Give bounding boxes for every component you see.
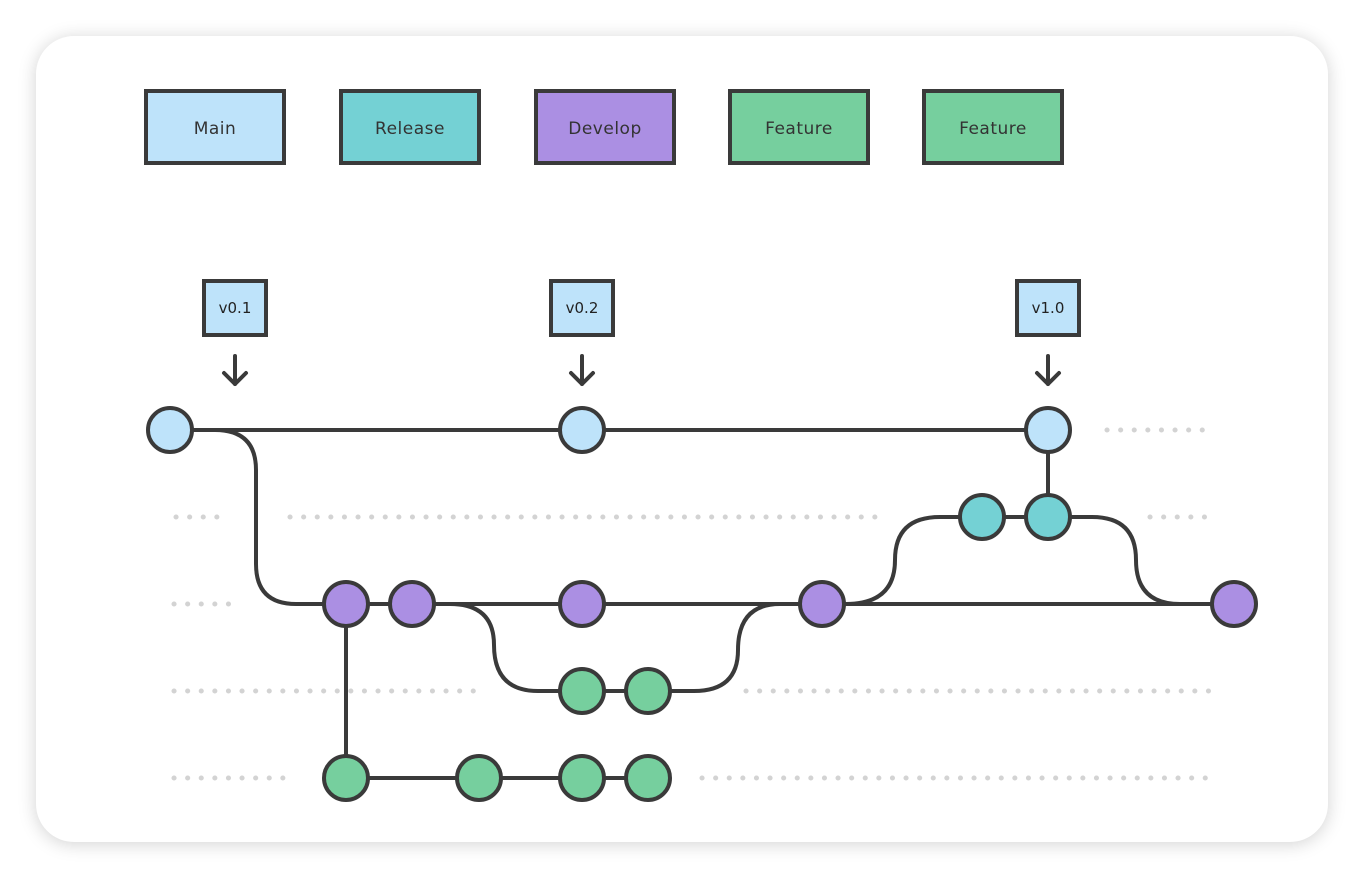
commit-develop-1 [322, 580, 370, 628]
tag-box-v0-2 [549, 279, 615, 337]
commit-develop-3 [558, 580, 606, 628]
main-to-develop-curve [213, 428, 348, 606]
develop-to-feature1-curve [448, 602, 584, 693]
legend-item-feature-2: Feature [922, 89, 1064, 165]
commit-release-2 [1024, 493, 1072, 541]
tag-v0-1: v0.1 [202, 279, 268, 386]
feature1-merge-curve [646, 602, 782, 693]
commit-develop-5 [1210, 580, 1258, 628]
commit-develop-2 [388, 580, 436, 628]
legend-label-feature-2: Feature [959, 119, 1027, 139]
branch-lines [168, 428, 1236, 780]
arrow-down-icon [569, 354, 595, 386]
commits [146, 406, 1258, 802]
develop-to-release-curve [844, 515, 984, 606]
legend-item-main: Main [144, 89, 286, 165]
legend-item-release: Release [339, 89, 481, 165]
legend-label-release: Release [375, 119, 445, 139]
commit-feature2-3 [558, 754, 606, 802]
commit-feature1-1 [558, 667, 606, 715]
legend-swatch-main [144, 89, 286, 165]
legend-item-develop: Develop [534, 89, 676, 165]
release-merge-curve [1046, 515, 1182, 606]
tag-label-v1-0: v1.0 [1032, 299, 1065, 317]
legend-label-main: Main [194, 119, 237, 139]
tag-label-v0-2: v0.2 [566, 299, 599, 317]
legend-swatch-release [339, 89, 481, 165]
version-tags: v0.1 v0.2 v1.0 [202, 279, 1081, 386]
legend-label-feature-1: Feature [765, 119, 833, 139]
legend-label-develop: Develop [568, 119, 641, 139]
commit-release-1 [958, 493, 1006, 541]
arrow-down-icon [222, 354, 248, 386]
legend-swatch-develop [534, 89, 676, 165]
diagram-card [36, 36, 1328, 842]
legend-item-feature-1: Feature [728, 89, 870, 165]
commit-feature2-1 [322, 754, 370, 802]
legend: Main Release Develop Feature Feature [144, 89, 1064, 165]
commit-main-3 [1024, 406, 1072, 454]
legend-swatch-feature-2 [922, 89, 1064, 165]
commit-main-2 [558, 406, 606, 454]
commit-feature2-2 [455, 754, 503, 802]
commit-develop-4 [798, 580, 846, 628]
lane-dots [171, 427, 1218, 781]
tag-label-v0-1: v0.1 [219, 299, 252, 317]
tag-v1-0: v1.0 [1015, 279, 1081, 386]
arrow-down-icon [1035, 354, 1061, 386]
commit-feature1-2 [624, 667, 672, 715]
legend-swatch-feature-1 [728, 89, 870, 165]
tag-v0-2: v0.2 [549, 279, 615, 386]
tag-box-v0-1 [202, 279, 268, 337]
commit-main-1 [146, 406, 194, 454]
commit-feature2-4 [624, 754, 672, 802]
tag-box-v1-0 [1015, 279, 1081, 337]
